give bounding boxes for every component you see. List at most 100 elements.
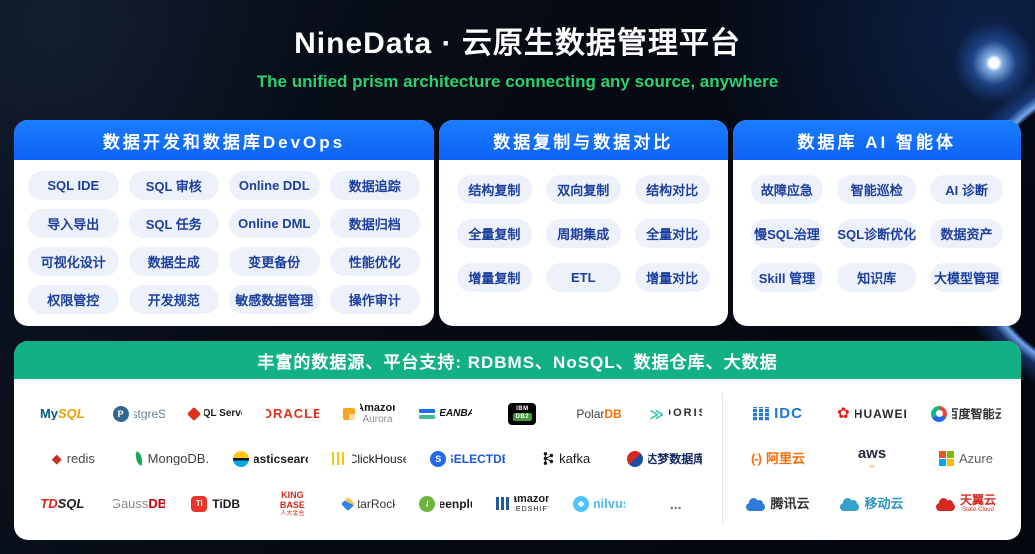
datasource-row-2: ◆redisMongoDB.elasticsearchClickHouseSSE… [26, 440, 712, 477]
logo-label: StarRocks [358, 498, 396, 510]
chip-aws: aws⌣ [827, 440, 917, 477]
logo-label: amazonREDSHIFT [514, 494, 549, 513]
mongodb-logo [135, 452, 143, 465]
starrocks-logo [343, 499, 353, 509]
logo-text: ⌣ [869, 461, 875, 471]
logo-label-line: 天翼云 [960, 494, 996, 506]
feature-pill: 故障应急 [750, 175, 824, 204]
logo-text: OCEANBASE [440, 408, 468, 419]
kafka-logo [542, 451, 554, 466]
chip-dameng-database: 达梦数据库 [617, 440, 712, 477]
ali-logo: (-) [750, 451, 761, 466]
feature-pill: 双向复制 [545, 175, 621, 204]
greenplum-logo: / [419, 496, 435, 512]
tencent-logo [746, 497, 765, 511]
chip-azure: Azure [921, 440, 1011, 477]
doris-logo: ≫ [649, 405, 665, 422]
logo-text: aws [857, 446, 887, 462]
logo-text: 移动云 [864, 497, 904, 510]
feature-pill: 全量复制 [457, 219, 532, 248]
datasource-logos-group: MySQLPPostgreSQLSQL ServerORACLEAmazonAu… [26, 387, 712, 530]
logo-label-line: ORACLE [266, 407, 319, 420]
logo-label-line: Amazon [360, 403, 396, 414]
feature-pill: 敏感数据管理 [229, 285, 320, 314]
chip-oracle: ORACLE [256, 395, 329, 432]
logo-text: DB [148, 497, 166, 510]
tidb-logo: Ti [191, 496, 207, 512]
logo-label-line: 百度智能云 [952, 408, 1001, 420]
logo-text: redis [66, 452, 95, 465]
logo-label: 移动云 [864, 497, 903, 510]
logo-label: DORIS [669, 408, 702, 419]
feature-pill: 增量对比 [634, 263, 710, 292]
chip-clickhouse: ClickHouse [322, 440, 417, 477]
logo-label-line: 达梦数据库 [648, 453, 702, 465]
feature-pill: Online DDL [229, 171, 320, 200]
logo-label-line: MongoDB. [148, 452, 209, 465]
chip-doris: ≫ DORIS [639, 395, 712, 432]
logo-label-line: KING [281, 491, 304, 500]
datasource-row-1: MySQLPPostgreSQLSQL ServerORACLEAmazonAu… [26, 395, 712, 432]
datasources-body: MySQLPPostgreSQLSQL ServerORACLEAmazonAu… [14, 379, 1021, 540]
feature-pill: AI 诊断 [930, 175, 1003, 204]
mobile-logo [840, 497, 859, 511]
chip-tidb: Ti TiDB [179, 485, 252, 522]
logo-label-line: ... [670, 497, 682, 511]
logo-text: KING [281, 490, 304, 500]
elastic-logo [233, 451, 249, 467]
logo-text: ClickHouse [351, 452, 407, 465]
feature-pill: 导入导出 [28, 209, 119, 238]
logo-label: redis [67, 452, 95, 465]
logo-label-line: BASE [280, 501, 305, 510]
chip-huawei: ✿HUAWEI [827, 395, 917, 432]
feature-pill: 数据资产 [930, 219, 1003, 248]
logo-label: 达梦数据库 [648, 453, 702, 465]
milvus-logo [573, 496, 589, 512]
logo-label: SQL Server [204, 409, 242, 419]
logo-text: Amazon [359, 402, 393, 414]
logo-label: 腾讯云 [770, 497, 809, 510]
logo-text: 腾讯云 [770, 497, 810, 510]
logo-text: amazon [517, 494, 549, 505]
logo-text: 达梦数据库 [648, 452, 703, 465]
logo-text: SQL [57, 497, 85, 510]
logo-label-line: SQL Server [204, 409, 242, 419]
logo-text: SQL Server [204, 408, 241, 419]
card-devops-title: 数据开发和数据库DevOps [14, 120, 434, 160]
feature-pill: 周期集成 [545, 219, 621, 248]
aurora-logo [343, 408, 355, 420]
logo-text: milvus [593, 497, 623, 510]
logo-label-line: 腾讯云 [770, 497, 809, 510]
logo-label-line: TiDB [212, 498, 240, 510]
logo-label-line: aws [858, 446, 886, 461]
feature-pill: 增量复制 [457, 263, 532, 292]
feature-pill: SQL IDE [28, 171, 119, 200]
feature-pill: Online DML [229, 209, 320, 238]
logo-label: kafka [559, 452, 590, 465]
oceanbase-logo [419, 409, 435, 419]
logo-text: kafka [559, 452, 591, 465]
chip-alibaba-cloud: (-)阿里云 [733, 440, 823, 477]
feature-pill: 开发规范 [128, 285, 219, 314]
logo-text: StarRocks [357, 497, 396, 510]
feature-pill: 数据归档 [329, 209, 420, 238]
logo-text: DORIS [673, 408, 699, 419]
logo-text: IDC [774, 406, 803, 421]
chip-mobile-cloud: 移动云 [827, 485, 917, 522]
logo-text: State-Cloud [962, 507, 994, 513]
